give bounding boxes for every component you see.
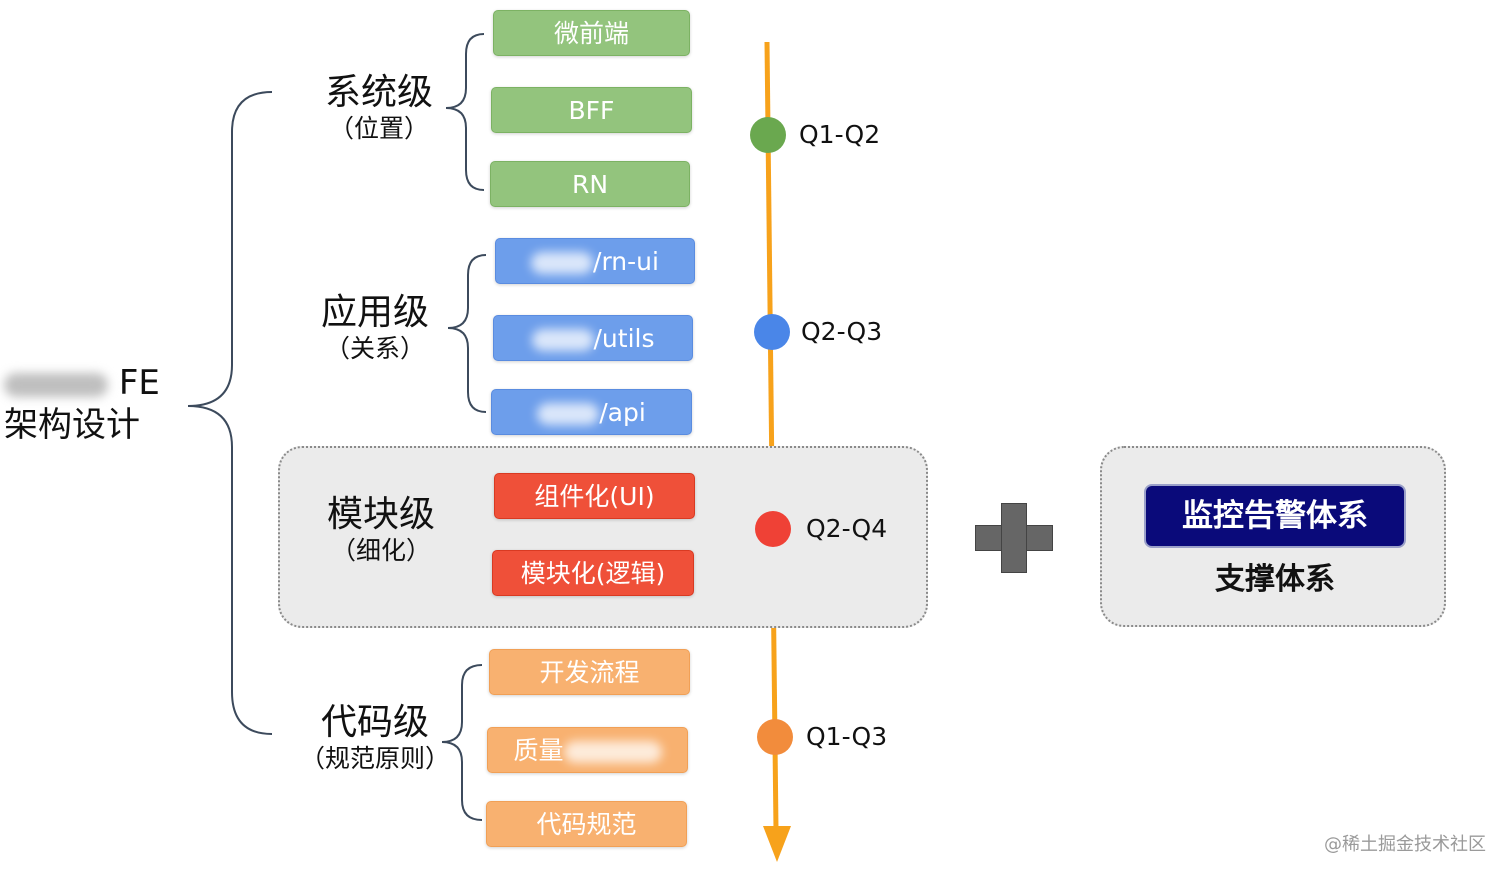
redacted-text [4,372,108,397]
item-dev-process: 开发流程 [489,649,690,695]
item-module-logic: 模块化(逻辑) [492,550,694,596]
level-name: 模块级 [326,494,435,535]
redacted-text [563,741,662,763]
level-application: 应用级 （关系） [300,292,450,364]
root-title: FE 架构设计 [4,362,184,446]
item-micro-frontend: 微前端 [493,10,690,56]
level-sub: （位置） [328,114,429,143]
item-component-ui: 组件化(UI) [494,473,695,519]
milestone-q1-q2: Q1-Q2 [799,120,881,149]
item-rn-ui: /rn-ui [495,238,695,284]
root-title-line2: 架构设计 [4,405,140,445]
milestone-dot-blue [754,314,790,350]
redacted-text [531,329,594,351]
timeline-arrowhead [763,826,791,862]
item-utils: /utils [493,315,693,361]
level-name: 系统级 [324,72,433,113]
root-brace [187,91,273,735]
level-sub: （细化） [330,536,431,565]
item-rn: RN [490,161,690,207]
level-name: 应用级 [320,292,429,333]
support-label: 支撑体系 [1215,562,1335,597]
milestone-dot-orange [757,719,793,755]
plus-icon-bar-v [1001,503,1027,573]
milestone-q1-q3: Q1-Q3 [806,722,888,751]
level-sub: （规范原则） [300,744,451,773]
milestone-dot-red [755,511,791,547]
system-brace [445,33,485,191]
level-name: 代码级 [320,702,429,743]
level-sub: （关系） [324,334,425,363]
level-code: 代码级 （规范原则） [300,702,450,774]
item-api: /api [491,389,692,435]
level-module: 模块级 （细化） [306,494,456,566]
level-system: 系统级 （位置） [304,72,454,144]
timeline-line [764,41,779,831]
milestone-q2-q4: Q2-Q4 [806,514,888,543]
application-brace [447,254,487,413]
item-bff: BFF [491,87,692,133]
alert-system-box: 监控告警体系 [1144,484,1406,548]
milestone-q2-q3: Q2-Q3 [801,317,883,346]
watermark: @稀土掘金技术社区 [1324,834,1486,855]
item-code-standard: 代码规范 [486,801,687,847]
item-quality: 质量 [487,727,688,773]
root-title-suffix: FE [118,363,160,403]
redacted-text [537,403,600,425]
redacted-text [531,252,594,274]
milestone-dot-green [750,117,786,153]
code-brace [441,664,483,821]
